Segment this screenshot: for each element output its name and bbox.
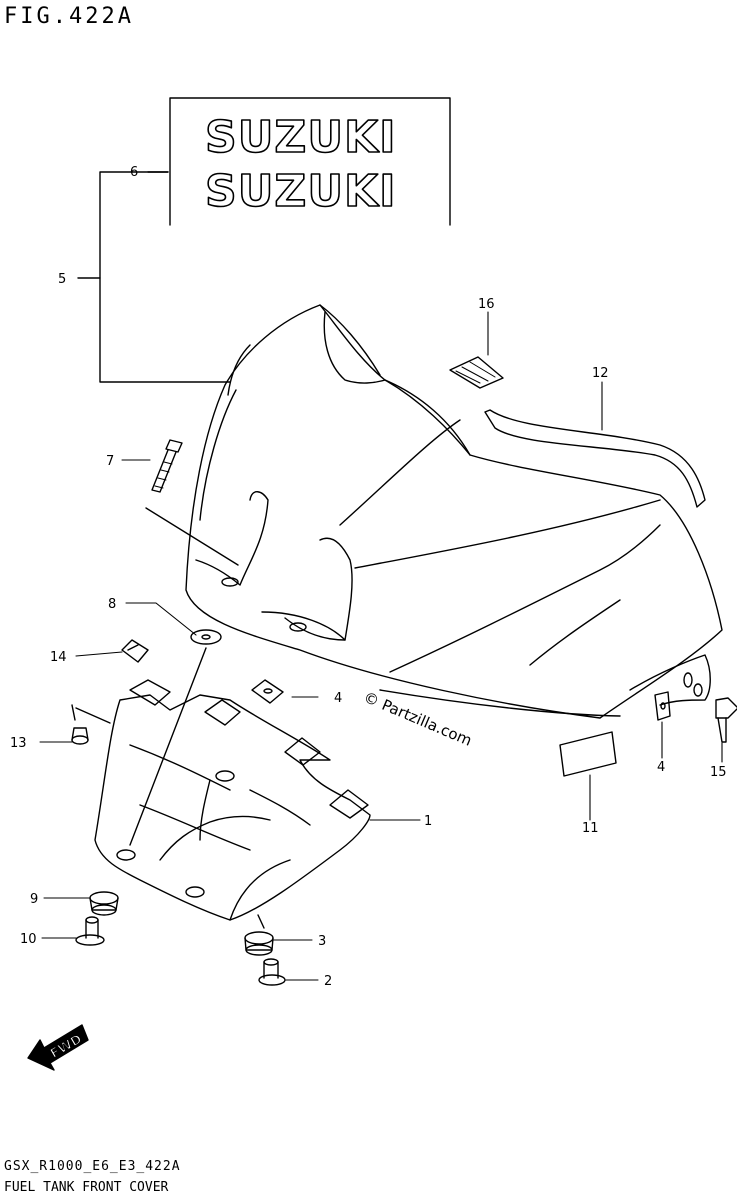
fwd-arrow: FWD — [27, 1024, 89, 1071]
callout-numbers: 6 5 16 12 7 8 14 4 13 1 9 10 3 2 11 4 15 — [10, 165, 727, 989]
part-7-screw[interactable] — [145, 439, 239, 566]
callout-13: 13 — [10, 736, 27, 751]
part-13-screw[interactable] — [71, 704, 111, 745]
footer-code: GSX_R1000_E6_E3_422A — [4, 1159, 181, 1174]
callout-14: 14 — [50, 650, 67, 665]
part-4-nut-right[interactable] — [654, 691, 671, 721]
callout-5: 5 — [58, 272, 66, 287]
decal-sheet[interactable]: SUZUKI SUZUKI — [169, 97, 451, 226]
part-4-nut-upper[interactable] — [251, 679, 284, 704]
footer-title: FUEL TANK FRONT COVER — [4, 1180, 169, 1195]
callout-1: 1 — [424, 814, 432, 829]
callout-9: 9 — [30, 892, 38, 907]
part-16-pad[interactable] — [449, 356, 504, 389]
fig-title: FIG.422A — [4, 4, 134, 29]
callout-12: 12 — [592, 366, 609, 381]
callout-4-upper: 4 — [334, 691, 342, 706]
callout-10: 10 — [20, 932, 37, 947]
part-2-collar[interactable] — [258, 958, 286, 986]
callout-7: 7 — [106, 454, 114, 469]
part-14-clip[interactable] — [121, 639, 149, 663]
part-8-washer[interactable] — [129, 629, 222, 846]
callout-15: 15 — [710, 765, 727, 780]
callout-leaders — [39, 311, 723, 981]
decal-logo-line2: SUZUKI — [205, 166, 397, 217]
callout-2: 2 — [324, 974, 332, 989]
leader-decal — [77, 171, 231, 383]
part-9-grommet[interactable] — [89, 891, 119, 916]
fuel-tank-front-cover[interactable] — [185, 304, 723, 719]
callout-4-right: 4 — [657, 760, 665, 775]
part-1-lower-bracket[interactable] — [94, 679, 371, 921]
part-3-grommet[interactable] — [244, 914, 274, 956]
callout-8: 8 — [108, 597, 116, 612]
part-12-seal-strip[interactable] — [484, 409, 706, 508]
part-11-pad[interactable] — [559, 731, 617, 777]
part-10-collar[interactable] — [75, 916, 105, 946]
callout-3: 3 — [318, 934, 326, 949]
part-15-rivet[interactable] — [715, 697, 737, 743]
callout-16: 16 — [478, 297, 495, 312]
decal-logo-line1: SUZUKI — [205, 112, 397, 163]
callout-6: 6 — [130, 165, 138, 180]
callout-11: 11 — [582, 821, 599, 836]
